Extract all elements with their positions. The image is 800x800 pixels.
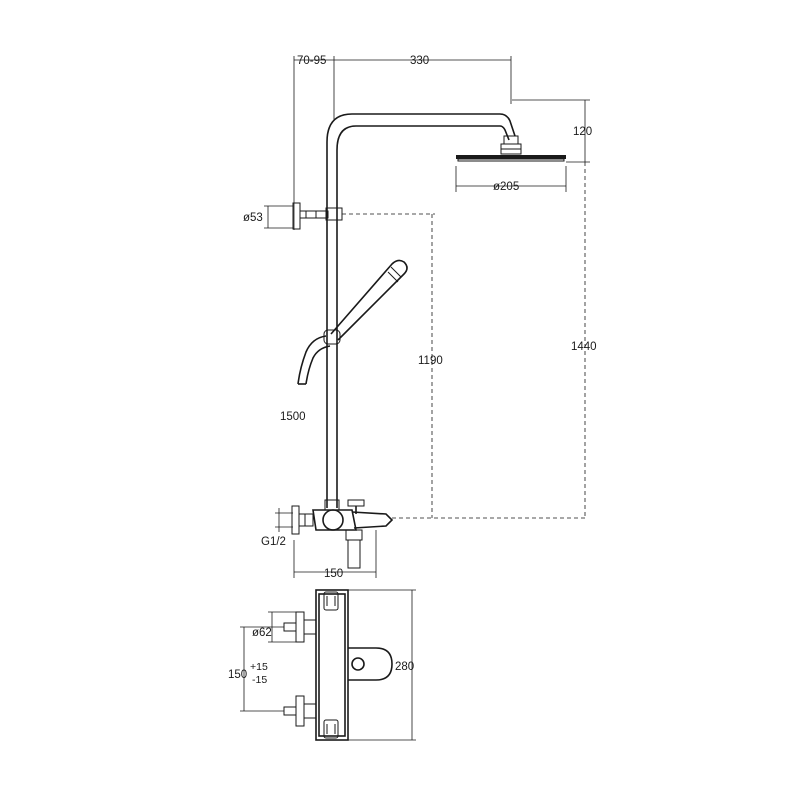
wall-bracket: [292, 202, 343, 230]
escutcheon-diameter-dimension-label: ø62: [252, 627, 272, 639]
top-dimension-lines: [293, 56, 512, 230]
head-diameter-dimension: [455, 166, 567, 192]
mixer-length-dimension-label: 280: [395, 661, 414, 673]
shower-riser-pipe: [326, 113, 516, 508]
mixer-depth-dimension: [293, 530, 377, 578]
inlet-spacing-dimension: [240, 626, 284, 712]
overall-height-dimension: [392, 162, 588, 519]
inlet-spacing-tolerance-plus: +15: [250, 661, 268, 673]
inlet-spacing-tolerance-minus: -15: [252, 674, 267, 686]
bracket-height-dimension: [342, 213, 435, 518]
head-diameter-dimension-label: ø205: [493, 181, 519, 193]
thermostatic-mixer-front: [283, 589, 393, 741]
bracket-height-dimension-label: 1190: [418, 355, 443, 367]
thermostatic-mixer-side: [291, 499, 394, 569]
bracket-diameter-dimension: [264, 205, 293, 229]
head-drop-dimension-label: 120: [573, 126, 592, 138]
bracket-diameter-dimension-label: ø53: [243, 212, 263, 224]
shower-head: [456, 135, 566, 162]
mixer-length-dimension: [348, 589, 416, 741]
head-drop-dimension: [512, 99, 590, 163]
inlet-thread-dimension: [275, 508, 293, 532]
hand-shower: [330, 259, 408, 341]
shower-hose: [297, 335, 331, 385]
overall-height-dimension-label: 1440: [571, 341, 597, 353]
inlet-thread-dimension-label: G1/2: [261, 536, 286, 548]
offset-dimension-label: 70-95: [297, 55, 326, 67]
hose-length-dimension-label: 1500: [280, 411, 306, 423]
arm-length-dimension-label: 330: [410, 55, 429, 67]
inlet-spacing-dimension-label: 150: [228, 669, 247, 681]
mixer-depth-dimension-label: 150: [324, 568, 343, 580]
